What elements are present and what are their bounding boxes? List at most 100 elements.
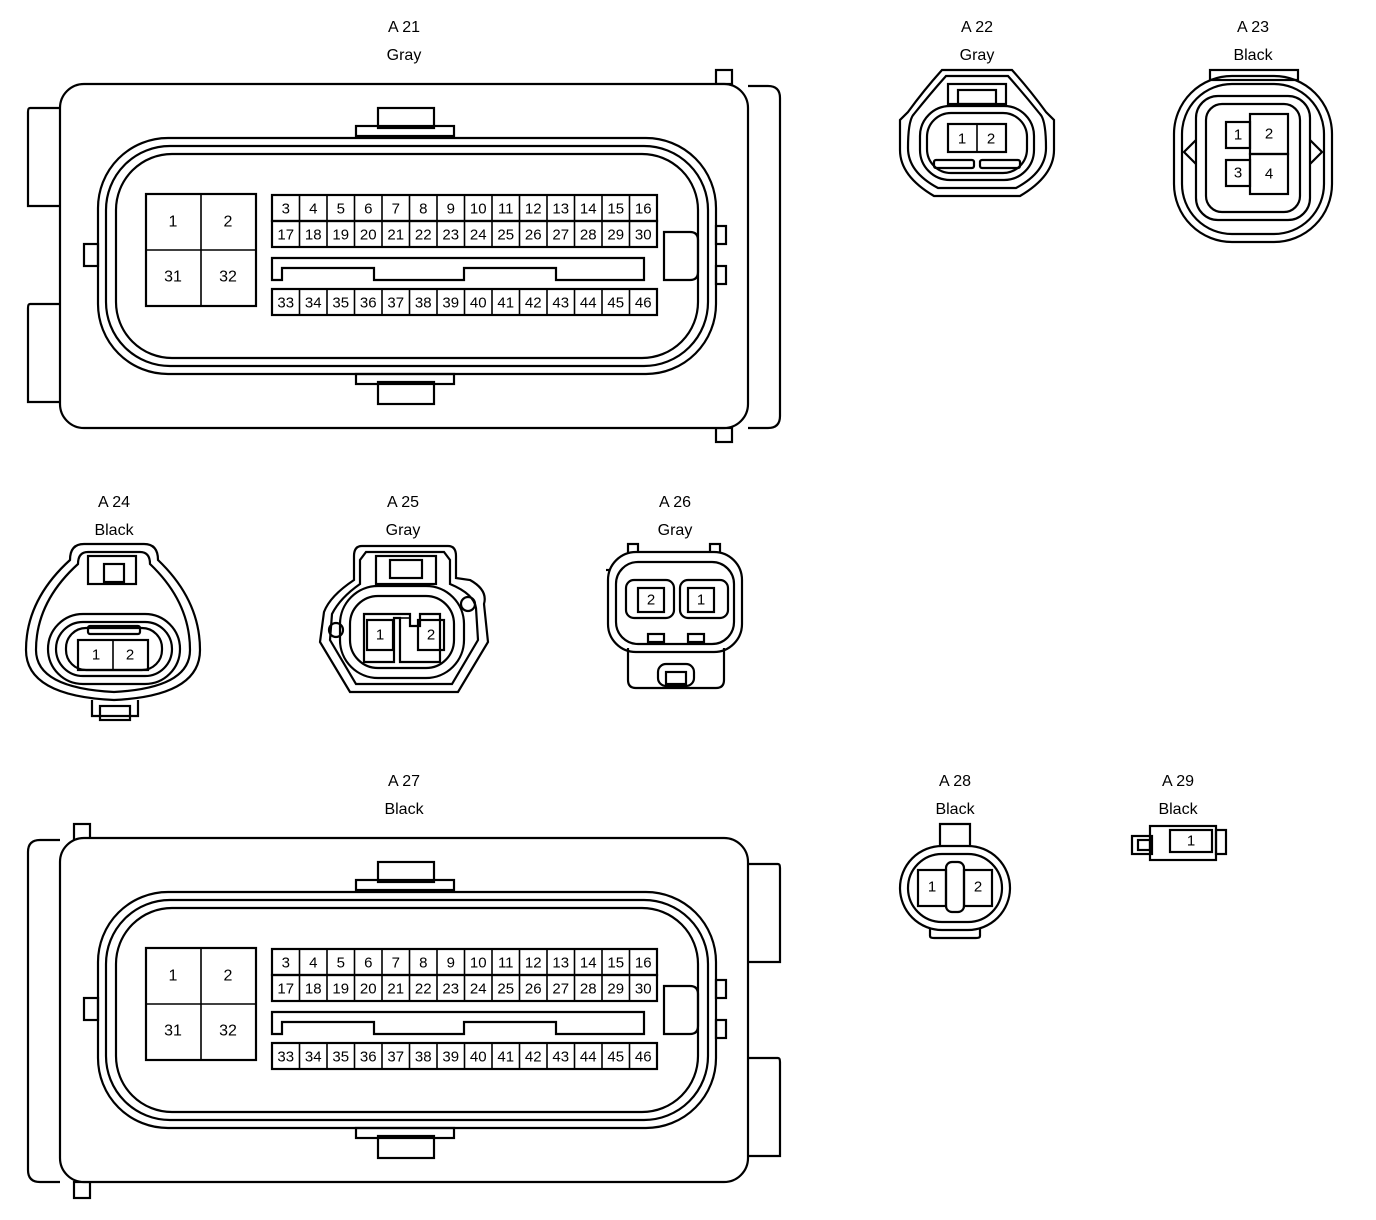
connector-a26: A 26 Gray 2 1 (606, 494, 744, 690)
connector-a23-pin: 2 (1265, 126, 1273, 143)
connector-a26-pin: 2 (647, 592, 655, 609)
terminal-pin-label: 36 (360, 295, 377, 312)
terminal-pin-label: 28 (580, 981, 597, 998)
terminal-pin-label: 13 (552, 201, 569, 218)
connector-a23-pin: 3 (1234, 165, 1242, 182)
terminal-pin-label: 30 (635, 981, 652, 998)
terminal-pin-label: 16 (635, 201, 652, 218)
connector-a29-id: A 29 (1162, 773, 1194, 790)
connector-a27-pin: 31 (164, 1023, 182, 1040)
terminal-pin-label: 15 (607, 955, 624, 972)
connector-a23-color: Black (1233, 47, 1273, 64)
connector-a27-color: Black (384, 801, 424, 818)
connector-a23-pin: 4 (1265, 166, 1273, 183)
connector-a27-pin: 32 (219, 1023, 237, 1040)
connector-a25-color: Gray (386, 522, 421, 539)
terminal-pin-label: 45 (607, 1049, 624, 1066)
connector-a24-pin: 1 (92, 647, 100, 664)
terminal-pin-label: 46 (635, 1049, 652, 1066)
connector-a28-id: A 28 (939, 773, 971, 790)
connector-a22-pin: 1 (958, 131, 966, 148)
terminal-pin-label: 4 (309, 955, 317, 972)
terminal-pin-label: 8 (419, 955, 427, 972)
terminal-pin-label: 42 (525, 1049, 542, 1066)
terminal-pin-label: 15 (607, 201, 624, 218)
connector-a21-pin: 2 (224, 214, 233, 231)
connector-a26-id: A 26 (659, 494, 691, 511)
terminal-pin-label: 20 (360, 981, 377, 998)
terminal-pin-label: 41 (497, 1049, 514, 1066)
terminal-pin-label: 37 (387, 295, 404, 312)
terminal-pin-label: 13 (552, 955, 569, 972)
terminal-pin-label: 26 (525, 981, 542, 998)
terminal-pin-label: 43 (552, 1049, 569, 1066)
terminal-pin-label: 14 (580, 955, 597, 972)
terminal-pin-label: 23 (442, 227, 459, 244)
terminal-pin-label: 27 (552, 227, 569, 244)
terminal-pin-label: 42 (525, 295, 542, 312)
terminal-pin-label: 6 (364, 955, 372, 972)
connector-a21-color: Gray (387, 47, 422, 64)
terminal-pin-label: 29 (607, 981, 624, 998)
terminal-pin-label: 37 (387, 1049, 404, 1066)
terminal-pin-label: 23 (442, 981, 459, 998)
terminal-pin-label: 3 (282, 955, 290, 972)
connector-a22-body: 1 2 (898, 68, 1056, 198)
terminal-pin-label: 17 (277, 981, 294, 998)
connector-a24-pin: 2 (126, 647, 134, 664)
connector-a26-body: 2 1 (606, 542, 744, 690)
connector-a24-body: 1 2 (24, 542, 202, 722)
connector-a28-pin: 2 (974, 879, 982, 896)
connector-a24-color: Black (94, 522, 134, 539)
terminal-pin-label: 28 (580, 227, 597, 244)
terminal-pin-label: 33 (277, 1049, 294, 1066)
terminal-pin-label: 34 (305, 295, 322, 312)
terminal-pin-label: 30 (635, 227, 652, 244)
terminal-pin-label: 19 (332, 981, 349, 998)
terminal-pin-label: 35 (332, 295, 349, 312)
terminal-pin-label: 39 (442, 1049, 459, 1066)
connector-a24-id: A 24 (98, 494, 130, 511)
terminal-pin-label: 10 (470, 201, 487, 218)
connector-a23-body: 1 2 3 4 (1172, 68, 1334, 244)
connector-a24: A 24 Black 1 2 (24, 494, 202, 722)
terminal-pin-label: 33 (277, 295, 294, 312)
connector-a29: A 29 Black 1 (1130, 773, 1228, 862)
terminal-pin-label: 4 (309, 201, 317, 218)
connector-a29-color: Black (1158, 801, 1198, 818)
connector-a25: A 25 Gray 1 2 (318, 494, 490, 694)
terminal-pin-label: 11 (498, 955, 514, 972)
terminal-pin-label: 5 (337, 955, 345, 972)
connector-a27-id: A 27 (388, 773, 420, 790)
connector-a21-pin: 32 (219, 269, 237, 286)
connector-a21-id: A 21 (388, 19, 420, 36)
terminal-pin-label: 41 (497, 295, 514, 312)
terminal-pin-label: 43 (552, 295, 569, 312)
terminal-pin-label: 6 (364, 201, 372, 218)
terminal-pin-label: 10 (470, 955, 487, 972)
connector-a29-pin: 1 (1187, 833, 1195, 850)
terminal-pin-label: 19 (332, 227, 349, 244)
connector-a27-pin: 2 (224, 968, 233, 985)
terminal-pin-label: 25 (497, 227, 514, 244)
terminal-pin-label: 46 (635, 295, 652, 312)
terminal-pin-label: 29 (607, 227, 624, 244)
connector-a27-pin: 1 (169, 968, 178, 985)
connector-a23-id: A 23 (1237, 19, 1269, 36)
terminal-pin-label: 7 (392, 201, 400, 218)
terminal-pin-label: 34 (305, 1049, 322, 1066)
terminal-pin-label: 24 (470, 981, 487, 998)
terminal-pin-label: 22 (415, 227, 432, 244)
terminal-pin-label: 25 (497, 981, 514, 998)
terminal-pin-label: 5 (337, 201, 345, 218)
connector-a26-pin: 1 (697, 592, 705, 609)
connector-a22-color: Gray (960, 47, 995, 64)
terminal-pin-label: 44 (580, 295, 597, 312)
terminal-pin-label: 8 (419, 201, 427, 218)
terminal-pin-label: 11 (498, 201, 514, 218)
connector-a25-body: 1 2 (318, 544, 490, 694)
connector-a21: A 21 Gray 1 2 31 32 (26, 19, 782, 444)
connector-a28: A 28 Black 1 2 (898, 773, 1012, 940)
